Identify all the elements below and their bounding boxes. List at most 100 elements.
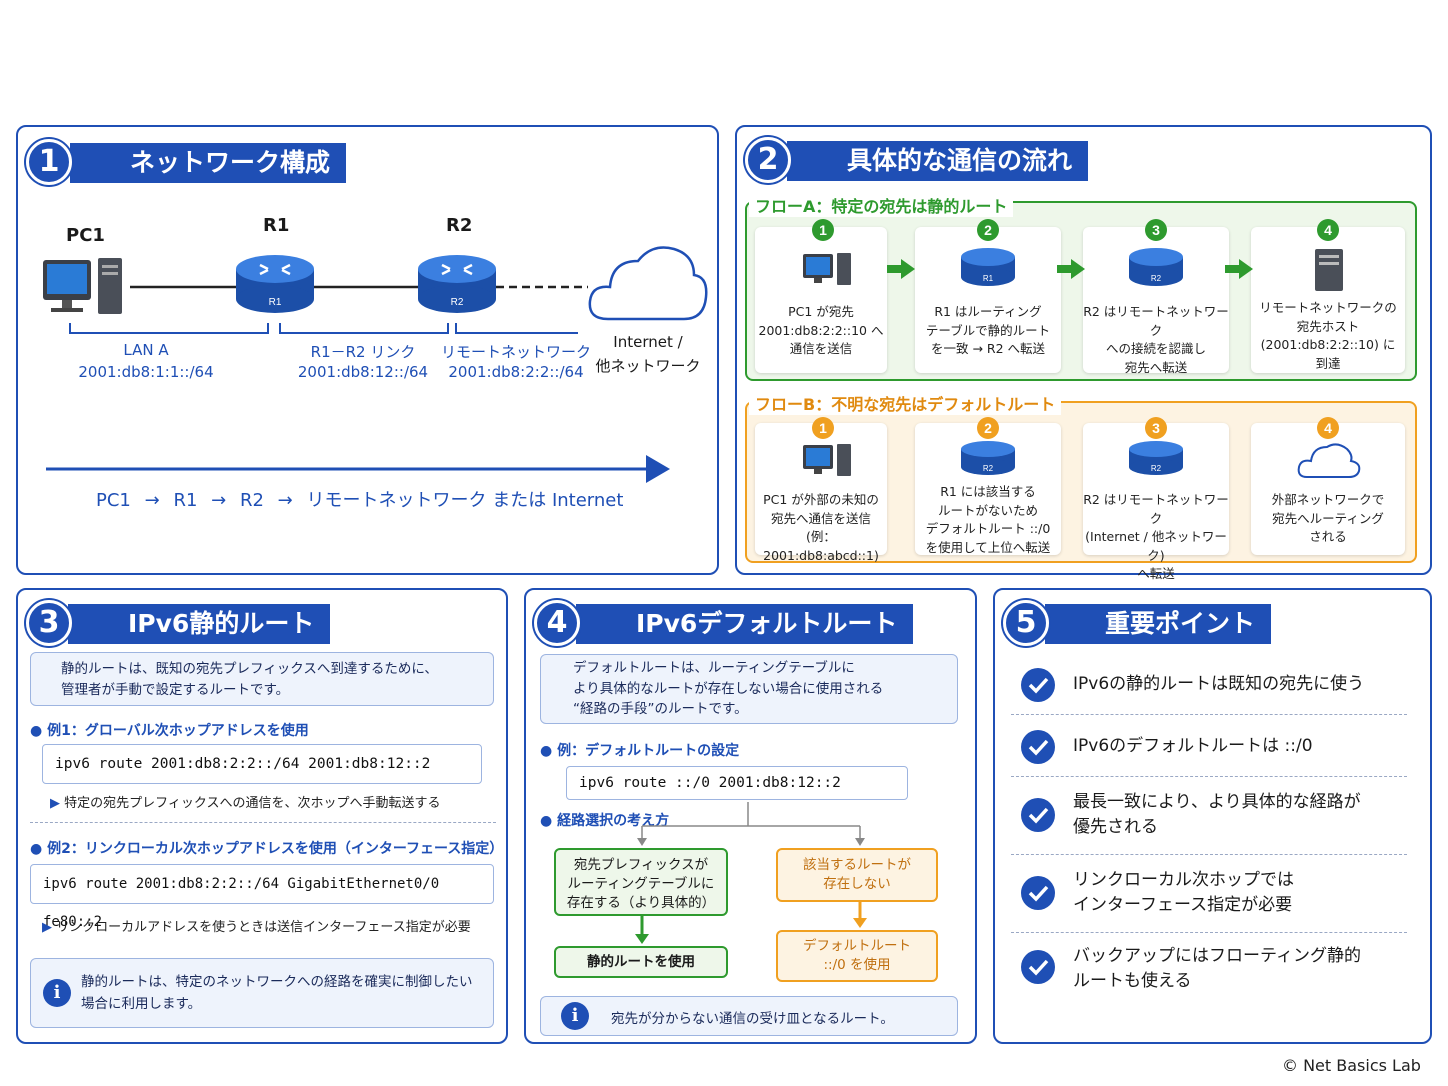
check-icon [1021,798,1055,832]
decision-label: ● 経路選択の考え方 [540,813,670,829]
cloud-label-2: 他ネットワーク [595,357,701,375]
flow-a-step-4: 4 リモートネットワークの 宛先ホスト (2001:db8:2:2::10) に… [1251,219,1405,373]
step-number: 3 [1152,420,1160,436]
remote-prefix: 2001:db8:2:2::/64 [448,363,584,381]
static-intro-box: 静的ルートは、既知の宛先プレフィックスへ到達するために、 管理者が手動で設定する… [30,652,494,706]
decision-left-box: 宛先プレフィックスが ルーティングテーブルに 存在する（より具体的） [554,848,728,916]
decision-right-result: デフォルトルート ::/0 を使用 [776,930,938,982]
key-point-3: 最長一致により、より具体的な経路が 優先される [1073,792,1361,837]
ex2-label-text: 例2：リンクローカル次ホップアドレスを使用（インターフェース指定） [47,841,504,857]
ex2-code: ipv6 route 2001:db8:2:2::/64 GigabitEthe… [30,864,494,930]
check-icon [1021,876,1055,910]
flow-b-step-4-text: 外部ネットワークで 宛先へルーティング される [1271,492,1385,544]
default-intro: デフォルトルートは、ルーティングテーブルに より具体的なルートが存在しない場合に… [573,660,884,717]
router-icon: 2 R1 [961,219,1015,286]
ex2-note-text: リンクローカルアドレスを使うときは送信インターフェース指定が必要 [56,920,471,935]
flow-a-step-2: 2 R1 R1 はルーティング テーブルで静的ルート を一致 → R2 へ転送 [915,219,1061,373]
section3-separator [30,822,496,823]
ex1-label-text: 例1：グローバル次ホップアドレスを使用 [47,723,309,739]
section2-title: 具体的な通信の流れ [787,141,1089,181]
flow-b-step-1: 1 PC1 が外部の未知の 宛先へ通信を送信 (例：2001:db8:abcd:… [755,417,887,563]
router-r1-icon: R1 [236,255,314,313]
key-point-2: IPv6のデフォルトルートは ::/0 [1073,736,1313,756]
flow-a-label: フローA：特定の宛先は静的ルート [749,193,1014,217]
pc1-label: PC1 [66,225,105,246]
check-icon [1021,668,1055,702]
router-tag: R2 [1151,464,1162,473]
path-arrow-3: → [277,490,293,511]
key-point-1: IPv6の静的ルートは既知の宛先に使う [1073,674,1365,694]
section5-number: 5 [1003,600,1049,646]
section1-number: 1 [26,139,72,185]
decision-arrows [635,802,867,944]
flow-a-step-4-text: リモートネットワークの 宛先ホスト (2001:db8:2:2::10) に 到… [1259,300,1397,371]
section2-number: 2 [745,137,791,183]
cloud-icon [588,246,708,321]
default-info-box: i 宛先が分からない通信の受け皿となるルート。 [540,996,958,1036]
point-separator [1011,714,1407,715]
default-ex-label-text: 例：デフォルトルートの設定 [557,743,740,759]
flow-a-step-3: 3 R2 R2 はリモートネットワーク への接続を認識し 宛先へ転送 [1083,219,1229,375]
server-icon: 4 [1315,219,1343,291]
panel-network-config: ネットワーク構成 1 PC1 R1 R2 R1 [16,125,719,575]
section3-number: 3 [26,600,72,646]
step-number: 4 [1324,222,1332,238]
decision-right-box: 該当するルートが 存在しない [776,848,938,902]
step-number: 2 [984,420,992,436]
link-name: R1－R2 リンク [310,343,416,361]
flow-a-step-3-text: R2 はリモートネットワーク への接続を認識し 宛先へ転送 [1083,304,1229,375]
path-pc1: PC1 [96,490,131,511]
r2-label: R2 [446,215,473,236]
step-number: 1 [819,222,827,238]
play-icon: ▶ [42,920,52,935]
ex1-note: ▶ 特定の宛先プレフィックスへの通信を、次ホップへ手動転送する [50,792,441,811]
decision-label-text: 経路選択の考え方 [557,813,670,829]
section1-title: ネットワーク構成 [70,143,347,183]
panel-flow: 具体的な通信の流れ 2 フローA：特定の宛先は静的ルート 1 PC1 が宛先 2… [735,125,1432,581]
flow-b-step-4: 4 外部ネットワークで 宛先へルーティング される [1251,417,1405,555]
r1-label: R1 [263,215,290,236]
router-icon: 3 R2 [1129,417,1183,475]
path-arrow-1: → [144,490,160,511]
router-icon: 2 R2 [961,417,1015,475]
flow-b-step-2-text: R1 には該当する ルートがないため デフォルトルート ::/0 を使用して上位… [925,484,1051,555]
link-prefix: 2001:db8:12::/64 [297,363,429,381]
path-r1: R1 [173,490,198,511]
point-separator [1011,776,1407,777]
static-intro: 静的ルートは、既知の宛先プレフィックスへ到達するために、 管理者が手動で設定する… [61,661,438,698]
panel-static-route: IPv6静的ルート 3 静的ルートは、既知の宛先プレフィックスへ到達するために、… [16,588,508,1044]
flow-a-step-2-text: R1 はルーティング テーブルで静的ルート を一致 → R2 へ転送 [925,304,1051,356]
router-icon: 3 R2 [1129,219,1183,286]
default-ex-label: ● 例：デフォルトルートの設定 [540,743,740,759]
check-icon [1021,730,1055,764]
router-r2-icon: R2 [418,255,496,313]
path-arrow-2: → [211,490,227,511]
flow-a-step-1-text: PC1 が宛先 2001:db8:2:2::10 へ 通信を送信 [758,304,884,356]
lan-a-prefix: 2001:db8:1:1::/64 [78,363,214,381]
info-icon: i [561,1002,589,1030]
remote-name: リモートネットワーク [441,343,592,361]
path-end: リモートネットワーク または Internet [306,490,624,511]
ex2-label: ● 例2：リンクローカル次ホップアドレスを使用（インターフェース指定） [30,841,504,857]
ex1-label: ● 例1：グローバル次ホップアドレスを使用 [30,723,309,739]
section4-title: IPv6デフォルトルート [576,604,914,644]
router-tag: R2 [983,464,994,473]
router-tag: R1 [983,274,994,283]
lan-a-name: LAN A [123,341,169,359]
router-tag: R2 [1151,274,1162,283]
router-r1-tag: R1 [269,297,282,308]
section3-title: IPv6静的ルート [68,604,331,644]
panel-default-route: IPv6デフォルトルート 4 デフォルトルートは、ルーティングテーブルに より具… [524,588,977,1044]
copyright: © Net Basics Lab [1282,1056,1421,1075]
flow-a-step-1: 1 PC1 が宛先 2001:db8:2:2::10 へ 通信を送信 [755,219,887,373]
step-number: 4 [1324,420,1332,436]
pc-icon [43,258,122,314]
pc-icon: 1 [803,417,851,476]
static-info-box: i 静的ルートは、特定のネットワークへの経路を確実に制御したい 場合に利用します… [30,958,494,1028]
ex1-note-text: 特定の宛先プレフィックスへの通信を、次ホップへ手動転送する [64,796,441,811]
step-number: 1 [819,420,827,436]
ex2-note: ▶ リンクローカルアドレスを使うときは送信インターフェース指定が必要 [42,916,471,935]
key-point-4: リンクローカル次ホップでは インターフェース指定が必要 [1073,870,1294,915]
default-intro-box: デフォルトルートは、ルーティングテーブルに より具体的なルートが存在しない場合に… [540,654,958,724]
section5-title: 重要ポイント [1045,604,1272,644]
